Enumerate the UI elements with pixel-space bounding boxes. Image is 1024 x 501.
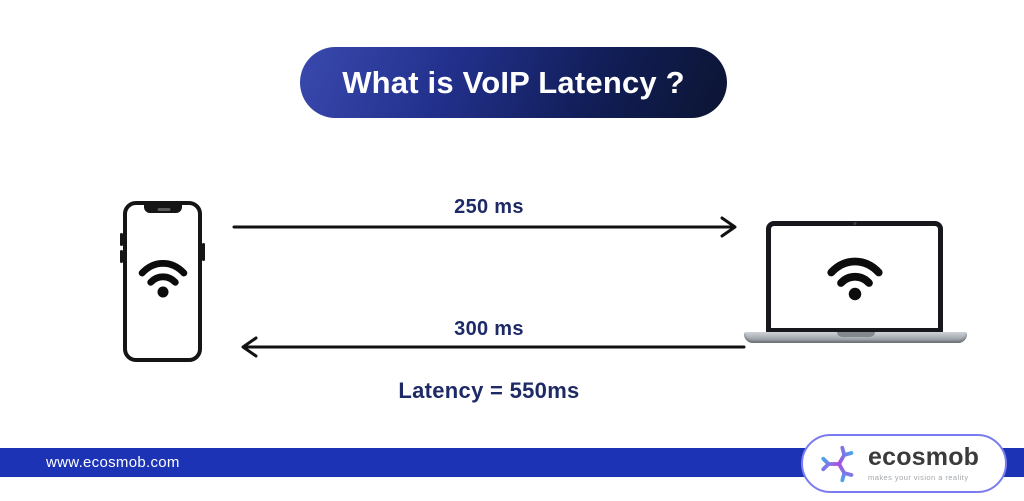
smartphone-icon (120, 201, 205, 362)
website-url: www.ecosmob.com (46, 454, 180, 471)
phone-volume-button (120, 233, 123, 246)
brand-badge: ecosmob makes your vision a reality (801, 434, 1007, 493)
ecosmob-logo-icon (821, 445, 854, 482)
phone-speaker (157, 208, 171, 211)
phone-power-button (202, 243, 205, 261)
phone-volume-button (120, 250, 123, 263)
brand-tagline: makes your vision a reality (868, 473, 969, 482)
total-latency-label: Latency = 550ms (398, 378, 580, 403)
laptop-icon (766, 221, 943, 333)
arrow-left-icon (241, 336, 746, 358)
laptop-base (744, 332, 967, 343)
laptop-base-notch (836, 332, 875, 337)
brand-text: ecosmob makes your vision a reality (868, 443, 980, 483)
laptop-camera-icon (853, 222, 856, 225)
brand-name: ecosmob (868, 443, 980, 471)
arrow-right-icon (232, 216, 737, 238)
backward-latency-label: 300 ms (454, 318, 524, 340)
wifi-icon (138, 259, 187, 298)
wifi-icon (826, 257, 883, 301)
forward-latency-label: 250 ms (454, 196, 524, 218)
page-title: What is VoIP Latency ? (342, 64, 685, 100)
title-banner: What is VoIP Latency ? (300, 47, 727, 118)
